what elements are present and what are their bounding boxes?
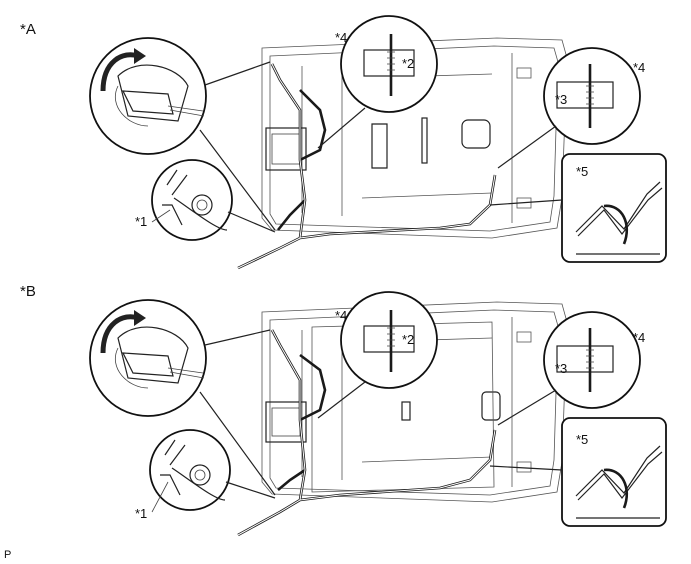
panel-a: *A: [20, 15, 667, 270]
panel-b-title: *B: [20, 283, 36, 300]
panel-b-wire-harness: [237, 329, 497, 537]
panel-a-title: *A: [20, 21, 36, 38]
panel-a-section-tag: *5: [576, 164, 588, 179]
panel-b-section-box: [561, 417, 667, 527]
panel-b-clip-zoom: [149, 429, 231, 511]
panel-b-band-tag-right: *4: [633, 330, 645, 345]
panel-a-tape-zoom-left: [340, 15, 438, 113]
panel-a-connector-zoom: [89, 37, 207, 155]
panel-b: *B: [20, 283, 667, 537]
panel-a-section-box: [561, 153, 667, 263]
panel-a-clip-zoom: [151, 159, 233, 241]
panel-b-band-tag-left: *4: [335, 308, 347, 323]
panel-a-tape-tag-left: *2: [402, 56, 414, 71]
panel-b-tape-zoom-left: [340, 291, 438, 389]
panel-a-tape-zoom-right: [543, 47, 641, 145]
rotate-arrow-icon: [100, 314, 139, 354]
panel-b-tape-tag-right: *3: [555, 361, 567, 376]
panel-b-tape-zoom-right: [543, 311, 641, 409]
panel-b-clip-tag: *1: [135, 506, 147, 521]
panel-b-connector-zoom: [89, 299, 207, 417]
panel-a-tape-tag-right: *3: [555, 92, 567, 107]
panel-a-wire-harness: [237, 63, 497, 270]
figure-footer-code: P: [4, 549, 11, 561]
panel-b-tape-tag-left: *2: [402, 332, 414, 347]
panel-a-clip-tag: *1: [135, 214, 147, 229]
panel-a-band-tag-right: *4: [633, 60, 645, 75]
panel-b-section-tag: *5: [576, 432, 588, 447]
panel-a-band-tag-left: *4: [335, 30, 347, 45]
rotate-arrow-icon: [100, 52, 139, 92]
